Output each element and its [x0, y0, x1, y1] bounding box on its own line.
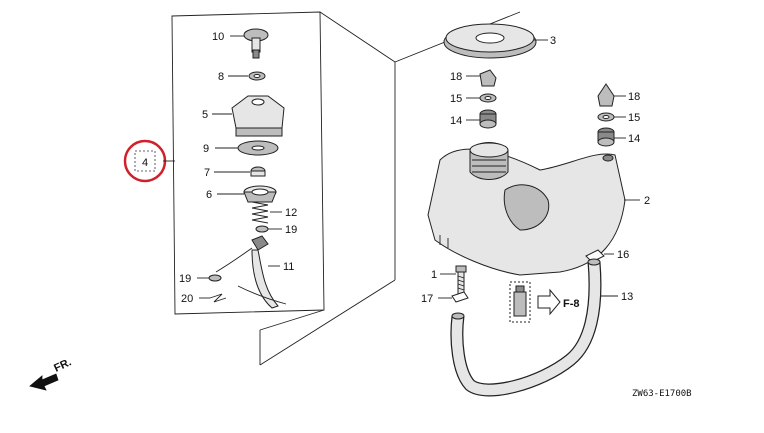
front-marker: FR.	[52, 356, 73, 374]
label-4[interactable]: 4	[142, 157, 148, 169]
part-5-fuel-cap[interactable]	[231, 95, 285, 137]
label-10[interactable]: 10	[212, 31, 224, 43]
part-7-seal[interactable]	[250, 166, 266, 177]
drawing-code: ZW63-E1700B	[632, 389, 692, 399]
part-3-tank-ring[interactable]	[443, 23, 537, 59]
part-10-vent-knob[interactable]	[243, 28, 269, 59]
label-18b[interactable]: 18	[628, 91, 640, 103]
part-12-spring[interactable]	[251, 201, 269, 224]
label-20[interactable]: 20	[181, 293, 193, 305]
part-1-bolt[interactable]	[455, 265, 467, 295]
label-3[interactable]: 3	[550, 35, 556, 47]
label-17[interactable]: 17	[421, 293, 433, 305]
leader-line	[319, 11, 396, 63]
label-14b[interactable]: 14	[628, 133, 640, 145]
label-14a[interactable]: 14	[450, 115, 462, 127]
label-7[interactable]: 7	[204, 167, 210, 179]
label-11[interactable]: 11	[283, 261, 294, 273]
label-2[interactable]: 2	[644, 195, 650, 207]
label-16[interactable]: 16	[617, 249, 629, 261]
label-12[interactable]: 12	[285, 207, 297, 219]
part-11-strainer[interactable]	[215, 235, 287, 309]
label-8[interactable]: 8	[218, 71, 224, 83]
part-8-washer[interactable]	[248, 71, 266, 81]
part-2-fuel-tank[interactable]	[427, 142, 626, 276]
part-14-grommet-left[interactable]	[479, 109, 497, 129]
part-13-fuel-hose[interactable]	[450, 258, 602, 397]
label-4-box	[134, 150, 156, 172]
part-15-washer-left[interactable]	[479, 93, 497, 103]
part-18-nut-right[interactable]	[597, 83, 615, 107]
part-19-oring-upper[interactable]	[255, 225, 269, 233]
ref-marker[interactable]: F-8	[563, 298, 580, 310]
label-19b[interactable]: 19	[179, 273, 191, 285]
label-5[interactable]: 5	[202, 109, 208, 121]
part-6-cap-holder[interactable]	[243, 185, 277, 203]
label-18a[interactable]: 18	[450, 71, 462, 83]
label-13[interactable]: 13	[621, 291, 633, 303]
leader-line	[259, 309, 325, 331]
label-1[interactable]: 1	[431, 269, 437, 281]
subassembly-frame	[171, 11, 325, 315]
part-19-oring-lower[interactable]	[208, 274, 222, 282]
part-20-clip[interactable]	[209, 293, 227, 303]
label-6[interactable]: 6	[206, 189, 212, 201]
part-14-grommet-right[interactable]	[597, 127, 615, 147]
part-18-nut-left[interactable]	[479, 69, 497, 87]
label-19a[interactable]: 19	[285, 224, 297, 236]
label-15a[interactable]: 15	[450, 93, 462, 105]
reference-arrow	[537, 288, 561, 316]
part-17-clip[interactable]	[451, 291, 469, 303]
leader-line	[259, 279, 396, 366]
part-9-gasket[interactable]	[237, 140, 279, 156]
fuel-filter[interactable]	[509, 281, 531, 323]
part-15-washer-right[interactable]	[597, 112, 615, 122]
label-9[interactable]: 9	[203, 143, 209, 155]
label-15b[interactable]: 15	[628, 112, 640, 124]
front-arrow-icon	[29, 373, 59, 391]
